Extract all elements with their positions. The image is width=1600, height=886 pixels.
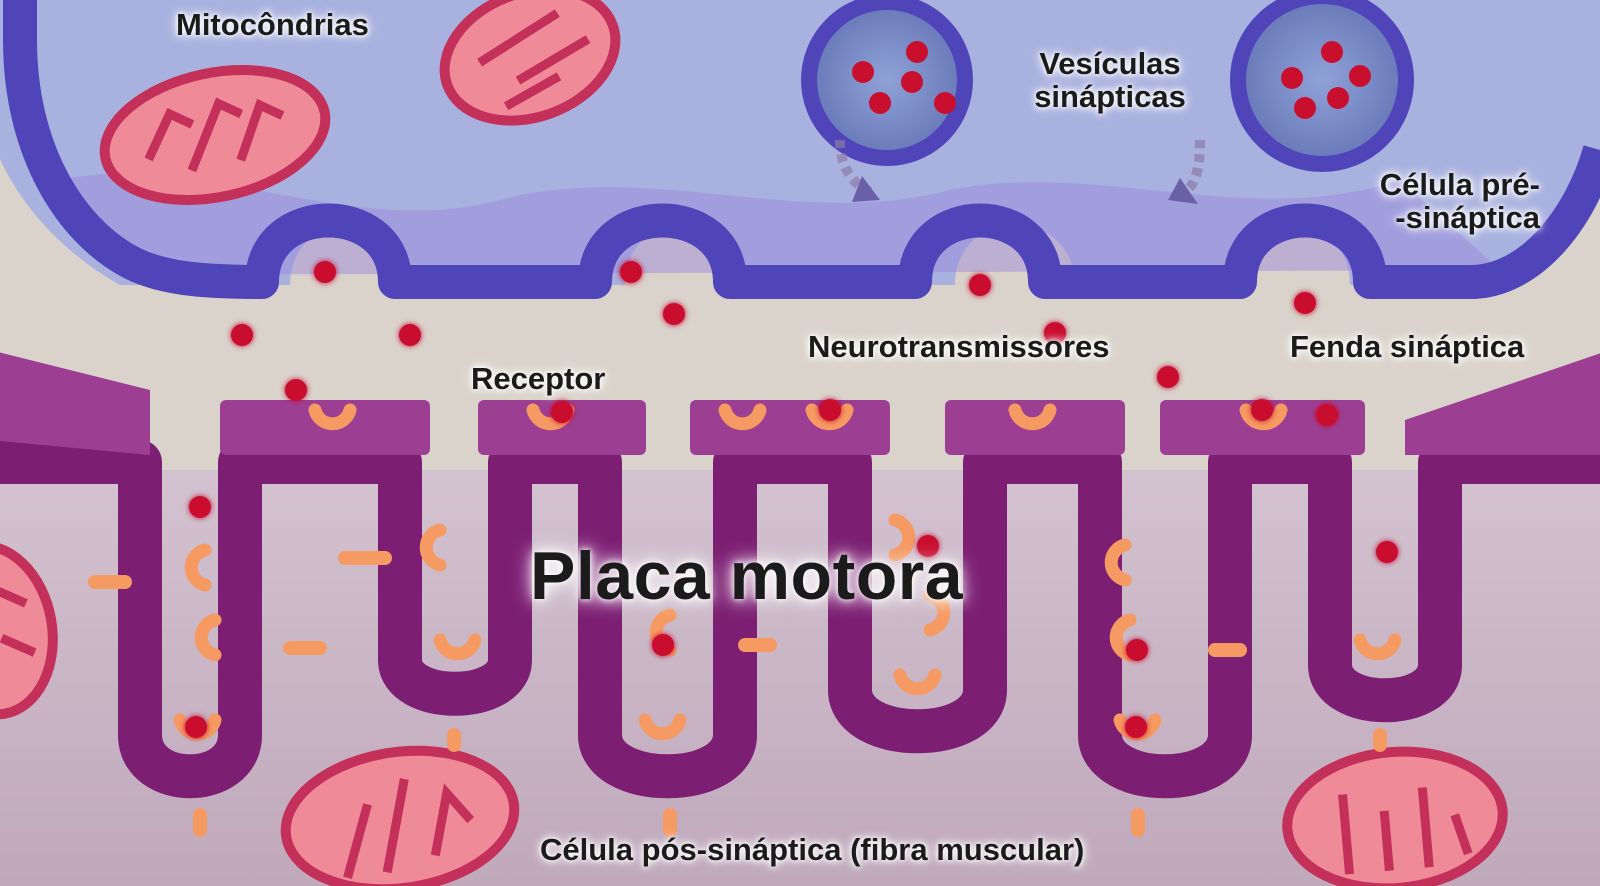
postsynaptic-label: Célula pós-sináptica (fibra muscular): [540, 832, 1085, 867]
vesicles-label-line2: sinápticas: [1034, 79, 1186, 115]
presynaptic-membrane: [3, 0, 1600, 299]
postsynaptic-membrane: [0, 440, 1600, 799]
synaptic-vesicle: [1230, 0, 1414, 172]
presynaptic-terminal: [0, 0, 1600, 285]
presynaptic-label-line2: -sináptica: [1395, 200, 1540, 236]
mitochondrion: [0, 540, 58, 720]
synaptic-vesicle: [801, 0, 973, 166]
mitochondrion: [99, 65, 331, 205]
neurotransmitter: [185, 261, 1398, 738]
mitochondria-label: Mitocôndrias: [176, 7, 369, 42]
mitochondrion: [1282, 746, 1508, 886]
presynaptic-label: Célula pré- -sináptica: [1330, 168, 1540, 235]
mitochondrion: [439, 0, 621, 126]
synaptic-cleft-label: Fenda sináptica: [1290, 329, 1525, 364]
vesicles-label: Vesículas sinápticas: [1020, 47, 1200, 114]
receptor-label: Receptor: [471, 361, 606, 396]
vesicles-label-line1: Vesículas: [1039, 46, 1181, 81]
presynaptic-shading: [60, 173, 1500, 275]
diagram-title: Placa motora: [530, 538, 964, 614]
mitochondrion: [280, 745, 520, 886]
neurotransmitters-label: Neurotransmissores: [808, 329, 1110, 364]
presynaptic-label-line1: Célula pré-: [1379, 167, 1540, 202]
receptor-stalk: [88, 551, 1387, 837]
arrowhead: [852, 176, 1198, 204]
